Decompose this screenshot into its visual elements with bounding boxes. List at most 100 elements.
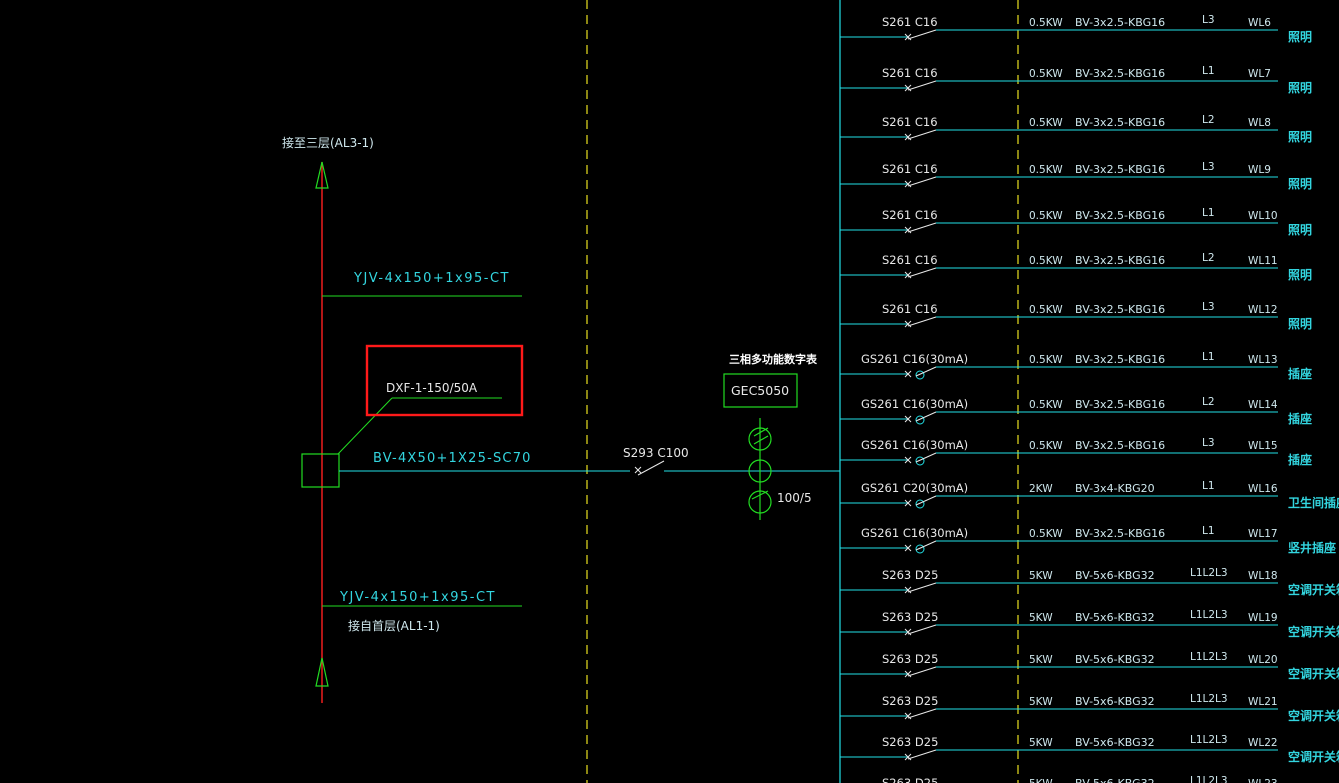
- breaker-label: S263 D25: [882, 694, 938, 708]
- breaker-blade: [907, 267, 937, 278]
- breaker-label: S261 C16: [882, 162, 938, 176]
- power-label: 0.5KW: [1029, 255, 1063, 267]
- breaker-blade: [907, 666, 937, 677]
- breaker-blade: [907, 708, 937, 719]
- cable-label: BV-3x2.5-KBG16: [1075, 116, 1165, 129]
- power-label: 0.5KW: [1029, 354, 1063, 366]
- breaker-cross-b: [904, 133, 912, 141]
- riser-bottom-arrow: [315, 657, 329, 687]
- breaker-blade: [907, 624, 937, 635]
- breaker-blade: [915, 452, 937, 463]
- circuit-id-label: WL15: [1248, 440, 1278, 452]
- breaker-cross-b: [904, 415, 912, 423]
- power-label: 5KW: [1029, 570, 1053, 582]
- phase-label: L1L2L3: [1190, 734, 1228, 746]
- circuit-id-label: WL10: [1248, 210, 1278, 222]
- breaker-cross-b: [904, 456, 912, 464]
- phase-label: L1L2L3: [1190, 775, 1228, 783]
- load-label: 照明: [1288, 267, 1312, 282]
- phase-label: L2: [1202, 114, 1215, 126]
- breaker-cross-b: [904, 226, 912, 234]
- cable-label: BV-5x6-KBG32: [1075, 777, 1155, 783]
- power-label: 0.5KW: [1029, 440, 1063, 452]
- cable-label: BV-3x2.5-KBG16: [1075, 353, 1165, 366]
- cable-label: BV-5x6-KBG32: [1075, 736, 1155, 749]
- load-label: 空调开关箱: [1288, 749, 1339, 764]
- circuit-id-label: WL19: [1248, 612, 1278, 624]
- breaker-blade: [907, 129, 937, 140]
- phase-label: L1: [1202, 525, 1215, 537]
- breaker-blade: [907, 582, 937, 593]
- phase-label: L3: [1202, 301, 1215, 313]
- box-leader-line: [337, 397, 393, 455]
- power-label: 0.5KW: [1029, 528, 1063, 540]
- cable-label: BV-3x2.5-KBG16: [1075, 254, 1165, 267]
- circuit-id-label: WL6: [1248, 17, 1271, 29]
- breaker-cross-b: [904, 628, 912, 636]
- cable-label: BV-3x2.5-KBG16: [1075, 16, 1165, 29]
- breaker-label: GS261 C16(30mA): [861, 397, 968, 411]
- power-label: 5KW: [1029, 696, 1053, 708]
- phase-label: L3: [1202, 161, 1215, 173]
- rcd-circle: [915, 544, 925, 554]
- circuit-id-label: WL21: [1248, 696, 1278, 708]
- cable-label: BV-5x6-KBG32: [1075, 611, 1155, 624]
- power-label: 5KW: [1029, 737, 1053, 749]
- load-label: 照明: [1288, 129, 1312, 144]
- main-breaker-x2: [634, 466, 642, 474]
- breaker-blade: [907, 749, 937, 760]
- breaker-cross-b: [904, 753, 912, 761]
- rcd-circle: [915, 415, 925, 425]
- load-label: 插座: [1288, 452, 1312, 467]
- load-label: 照明: [1288, 222, 1312, 237]
- breaker-label: S261 C16: [882, 66, 938, 80]
- circuit-id-label: WL9: [1248, 164, 1271, 176]
- cable-label: BV-5x6-KBG32: [1075, 695, 1155, 708]
- cable-label: BV-3x2.5-KBG16: [1075, 439, 1165, 452]
- cable-label: BV-3x2.5-KBG16: [1075, 67, 1165, 80]
- breaker-cross-b: [904, 320, 912, 328]
- load-label: 插座: [1288, 366, 1312, 381]
- breaker-blade: [915, 366, 937, 377]
- breaker-cross-b: [904, 586, 912, 594]
- meter-model-label: GEC5050: [731, 383, 789, 398]
- circuit-id-label: WL8: [1248, 117, 1271, 129]
- riser-bottom-label: 接自首层(AL1-1): [348, 618, 440, 633]
- meter-model-box: [723, 373, 798, 408]
- breaker-label: S263 D25: [882, 610, 938, 624]
- cable-label: BV-3x2.5-KBG16: [1075, 303, 1165, 316]
- phase-label: L2: [1202, 396, 1215, 408]
- phase-label: L1: [1202, 480, 1215, 492]
- cable-label: BV-5x6-KBG32: [1075, 653, 1155, 666]
- breaker-cross-b: [904, 712, 912, 720]
- breaker-label: S261 C16: [882, 115, 938, 129]
- upper-cable-label: YJV-4x150+1x95-CT: [353, 271, 510, 286]
- cable-label: BV-3x2.5-KBG16: [1075, 527, 1165, 540]
- load-label: 照明: [1288, 29, 1312, 44]
- phase-label: L1L2L3: [1190, 609, 1228, 621]
- feeder-cable-label: BV-4X50+1X25-SC70: [373, 451, 532, 466]
- load-label: 卫生间插座: [1288, 495, 1339, 510]
- cable-label: BV-3x2.5-KBG16: [1075, 163, 1165, 176]
- breaker-cross-b: [904, 33, 912, 41]
- power-label: 0.5KW: [1029, 210, 1063, 222]
- riser-top-label: 接至三层(AL3-1): [282, 135, 374, 150]
- circuit-id-label: WL23: [1248, 778, 1278, 783]
- circuit-id-label: WL12: [1248, 304, 1278, 316]
- circuit-id-label: WL13: [1248, 354, 1278, 366]
- breaker-cross-b: [904, 271, 912, 279]
- breaker-label: GS261 C16(30mA): [861, 352, 968, 366]
- breaker-label: GS261 C20(30mA): [861, 481, 968, 495]
- breaker-blade: [907, 80, 937, 91]
- phase-label: L1L2L3: [1190, 693, 1228, 705]
